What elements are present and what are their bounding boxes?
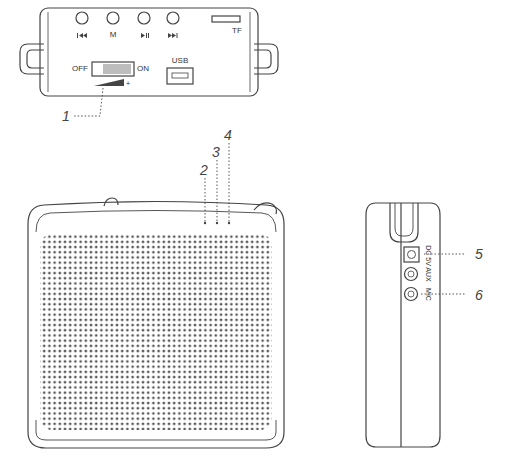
tf-slot	[212, 16, 240, 22]
volume-wedge	[94, 79, 124, 86]
switch-label: ON	[137, 65, 149, 73]
side-housing	[366, 203, 440, 447]
switch-ridge	[104, 64, 105, 74]
aux-jack	[405, 268, 418, 281]
switch-ridge	[116, 64, 117, 74]
power-switch	[92, 62, 134, 76]
leader-line	[205, 178, 206, 222]
dc-jack	[404, 247, 419, 262]
callout-number: 6	[475, 288, 483, 302]
strap-loop	[27, 50, 44, 68]
switch-ridge	[110, 64, 111, 74]
port-label: USB	[172, 57, 188, 65]
switch-ridge	[114, 64, 115, 74]
switch-ridge	[118, 64, 119, 74]
switch-ridge	[124, 64, 125, 74]
switch-ridge	[122, 64, 123, 74]
speaker-grille	[40, 234, 272, 430]
usb-port	[167, 68, 193, 84]
mic-jack	[405, 288, 418, 301]
switch-ridge	[128, 64, 129, 74]
switch-ridge	[108, 64, 109, 74]
strap-loop	[254, 50, 271, 68]
switch-ridge	[112, 64, 113, 74]
volume-sign: +	[126, 80, 130, 87]
callout-number: 2	[200, 163, 208, 177]
port-label: MIC	[425, 288, 432, 301]
callout-number: 3	[212, 145, 220, 159]
switch-ridge	[126, 64, 127, 74]
slot-label: TF	[232, 27, 242, 35]
port-label: AUX	[425, 267, 432, 281]
seam	[400, 203, 401, 447]
button-symbols	[77, 33, 178, 38]
switch-ridge	[120, 64, 121, 74]
button-label: M	[110, 31, 117, 39]
leader-line	[217, 160, 218, 222]
front-housing	[28, 202, 284, 449]
callout-number: 4	[224, 128, 232, 142]
callout-number: 1	[62, 109, 70, 123]
switch-ridge	[130, 64, 131, 74]
top-panel	[40, 8, 258, 96]
buttons	[76, 12, 179, 24]
callout-number: 5	[475, 247, 483, 261]
strap-loop	[390, 203, 418, 242]
leader-line	[229, 143, 230, 222]
port-label: DC 5V	[425, 245, 432, 266]
leader-line	[74, 88, 103, 116]
switch-ridge	[106, 64, 107, 74]
switch-label: OFF	[72, 65, 88, 73]
